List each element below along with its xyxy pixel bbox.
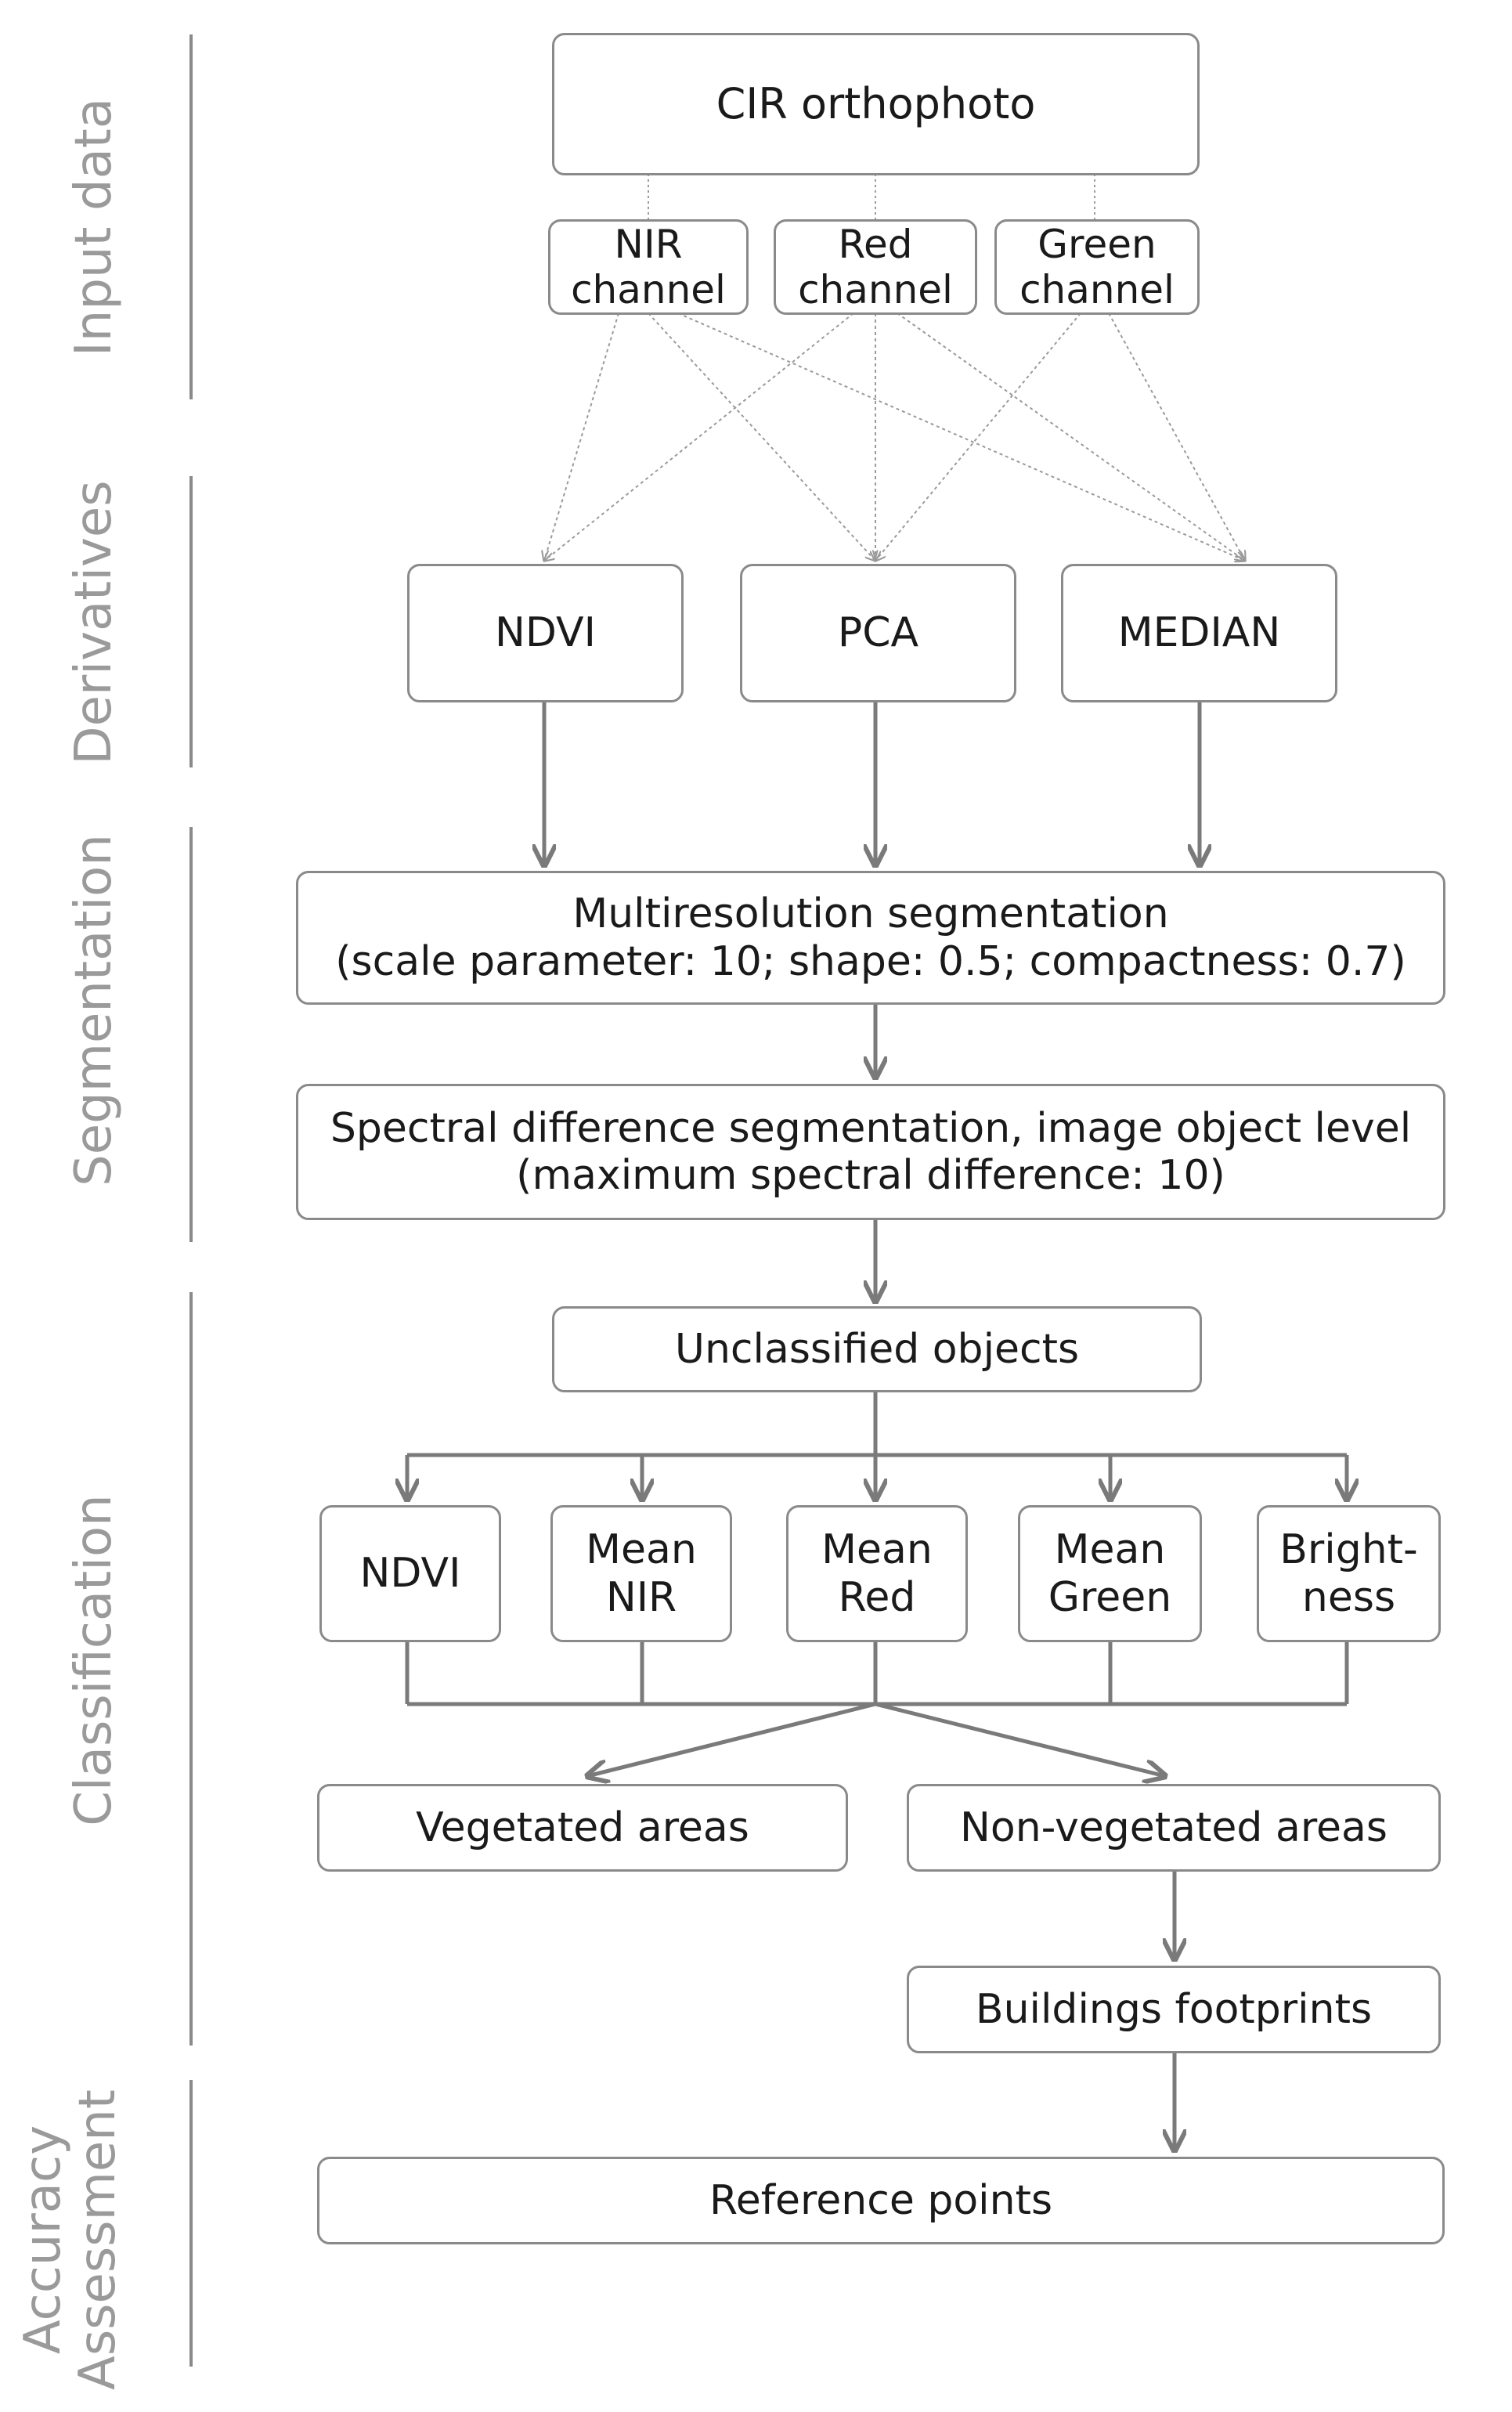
stage-label-classification: Classification [64, 1494, 123, 1826]
unclassified-objects-box: Unclassified objects [552, 1306, 1202, 1392]
mean-nir-box: Mean NIR [550, 1505, 732, 1642]
non-vegetated-areas-box: Non-vegetated areas [907, 1784, 1441, 1872]
channel-derivative-links [544, 312, 1245, 561]
stage-divider [189, 2080, 193, 2367]
red-channel-box: Red channel [774, 219, 977, 315]
cir-channel-links [648, 174, 1095, 221]
green-channel-box: Green channel [994, 219, 1200, 315]
mean-red-box: Mean Red [786, 1505, 968, 1642]
ndvi-derivative-box: NDVI [407, 564, 684, 702]
unclassified-fanout [407, 1391, 1347, 1457]
vegetated-areas-box: Vegetated areas [317, 1784, 848, 1872]
stage-label-accuracy-assessment: Accuracy Assessment [13, 2089, 127, 2390]
stage-divider [189, 476, 193, 767]
feature-arrows [407, 1455, 1347, 1500]
buildings-footprints-box: Buildings footprints [907, 1966, 1441, 2053]
stage-label-derivatives: Derivatives [64, 480, 123, 765]
median-derivative-box: MEDIAN [1061, 564, 1337, 702]
cir-orthophoto-box: CIR orthophoto [552, 33, 1200, 175]
mean-green-box: Mean Green [1018, 1505, 1202, 1642]
stage-label-segmentation: Segmentation [64, 834, 123, 1186]
classification-ndvi-box: NDVI [319, 1505, 501, 1642]
brightness-box: Bright- ness [1257, 1505, 1441, 1642]
flow-arrows [544, 701, 1200, 2150]
spectral-difference-segmentation-box: Spectral difference segmentation, image … [296, 1084, 1445, 1220]
result-arrows [587, 1702, 1165, 1776]
stage-label-input: Input data [64, 97, 123, 357]
multiresolution-segmentation-box: Multiresolution segmentation (scale para… [296, 871, 1445, 1005]
pca-derivative-box: PCA [740, 564, 1016, 702]
stage-divider [189, 34, 193, 399]
feature-merge [405, 1641, 1349, 1706]
stage-divider [189, 827, 193, 1242]
reference-points-box: Reference points [317, 2157, 1445, 2244]
nir-channel-box: NIR channel [548, 219, 749, 315]
stage-divider [189, 1292, 193, 2046]
